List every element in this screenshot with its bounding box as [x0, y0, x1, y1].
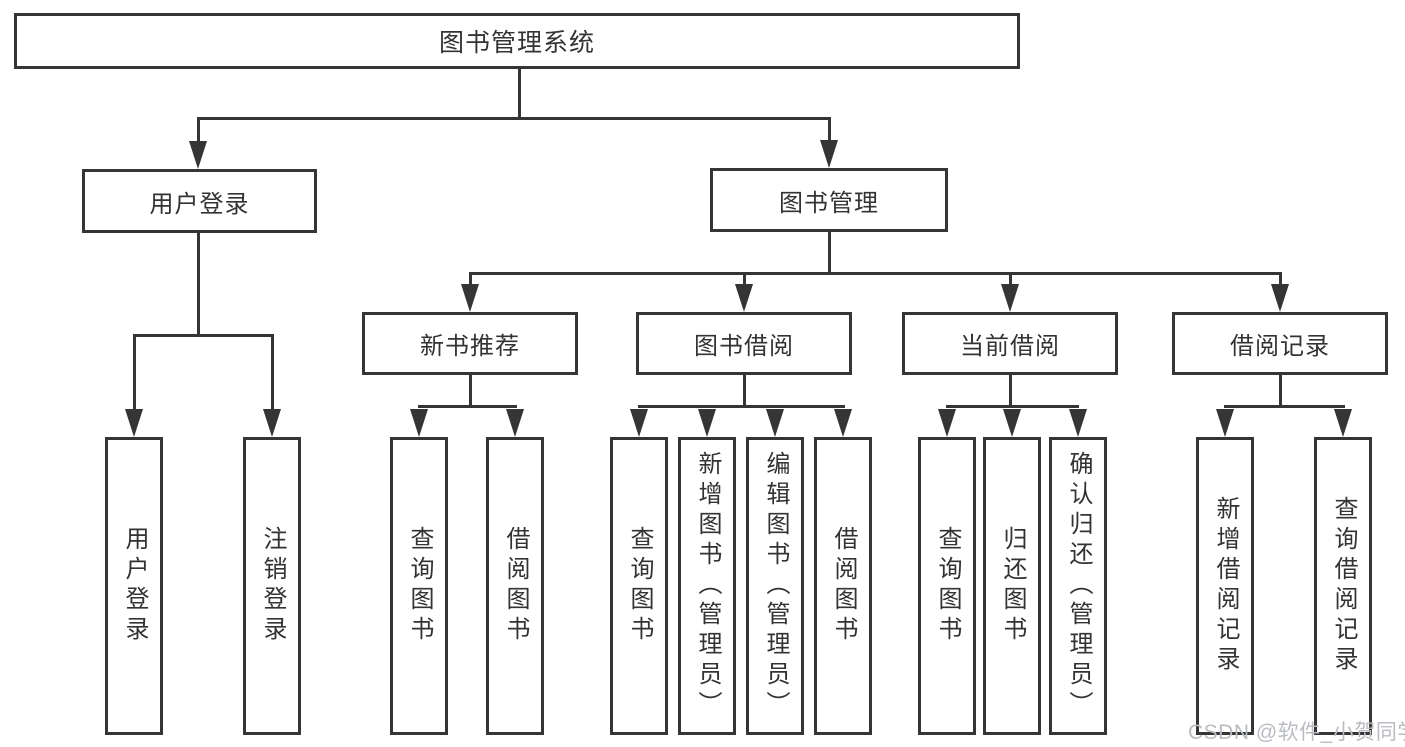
node-borrowing-records: 借阅记录 — [1172, 312, 1388, 375]
arrow-down-icon — [125, 409, 143, 437]
connector-line — [469, 272, 1282, 275]
arrow-down-icon — [766, 409, 784, 437]
leaf-return-book: 归还图书 — [983, 437, 1041, 735]
arrow-down-icon — [506, 409, 524, 437]
arrow-down-icon — [1001, 284, 1019, 312]
arrow-down-icon — [1271, 284, 1289, 312]
connector-line — [638, 405, 845, 408]
arrow-down-icon — [461, 284, 479, 312]
arrow-down-icon — [1334, 409, 1352, 437]
arrow-down-icon — [1069, 409, 1087, 437]
connector-line — [946, 405, 1079, 408]
connector-line — [743, 274, 746, 286]
leaf-query-books-recommend: 查询图书 — [390, 437, 448, 735]
connector-line — [1279, 274, 1282, 286]
node-book-borrowing: 图书借阅 — [636, 312, 852, 375]
arrow-down-icon — [735, 284, 753, 312]
connector-line — [197, 233, 200, 337]
connector-line — [469, 274, 472, 286]
arrow-down-icon — [410, 409, 428, 437]
arrow-down-icon — [630, 409, 648, 437]
connector-line — [828, 232, 831, 275]
arrow-down-icon — [1003, 409, 1021, 437]
arrow-down-icon — [263, 409, 281, 437]
node-library-management-system: 图书管理系统 — [14, 13, 1020, 69]
connector-line — [518, 69, 521, 118]
leaf-logout: 注销登录 — [243, 437, 301, 735]
leaf-add-book-admin: 新增图书（管理员） — [678, 437, 736, 735]
connector-line — [197, 117, 831, 120]
leaf-query-books-borrowing: 查询图书 — [610, 437, 668, 735]
connector-line — [1009, 274, 1012, 286]
csdn-watermark: CSDN @软件_小贺同学 — [1188, 721, 1405, 744]
node-user-login: 用户登录 — [82, 169, 317, 233]
connector-line — [133, 336, 136, 411]
connector-line — [271, 336, 274, 411]
node-book-management: 图书管理 — [710, 168, 948, 232]
leaf-confirm-return-admin: 确认归还（管理员） — [1049, 437, 1107, 735]
node-current-borrowing: 当前借阅 — [902, 312, 1118, 375]
leaf-edit-book-admin: 编辑图书（管理员） — [746, 437, 804, 735]
node-new-book-recommend: 新书推荐 — [362, 312, 578, 375]
connector-line — [1009, 375, 1012, 408]
leaf-query-books-current: 查询图书 — [918, 437, 976, 735]
connector-line — [469, 375, 472, 408]
leaf-add-borrow-record: 新增借阅记录 — [1196, 437, 1254, 735]
arrow-down-icon — [938, 409, 956, 437]
leaf-user-login: 用户登录 — [105, 437, 163, 735]
connector-line — [197, 119, 200, 142]
connector-line — [828, 119, 831, 141]
arrow-down-icon — [834, 409, 852, 437]
leaf-borrow-books-recommend: 借阅图书 — [486, 437, 544, 735]
connector-line — [418, 405, 517, 408]
connector-line — [133, 334, 274, 337]
leaf-query-borrow-record: 查询借阅记录 — [1314, 437, 1372, 735]
arrow-down-icon — [1216, 409, 1234, 437]
connector-line — [1224, 405, 1345, 408]
leaf-borrow-books-borrowing: 借阅图书 — [814, 437, 872, 735]
arrow-down-icon — [189, 141, 207, 169]
connector-line — [1279, 375, 1282, 408]
arrow-down-icon — [698, 409, 716, 437]
arrow-down-icon — [820, 140, 838, 168]
connector-line — [743, 375, 746, 408]
